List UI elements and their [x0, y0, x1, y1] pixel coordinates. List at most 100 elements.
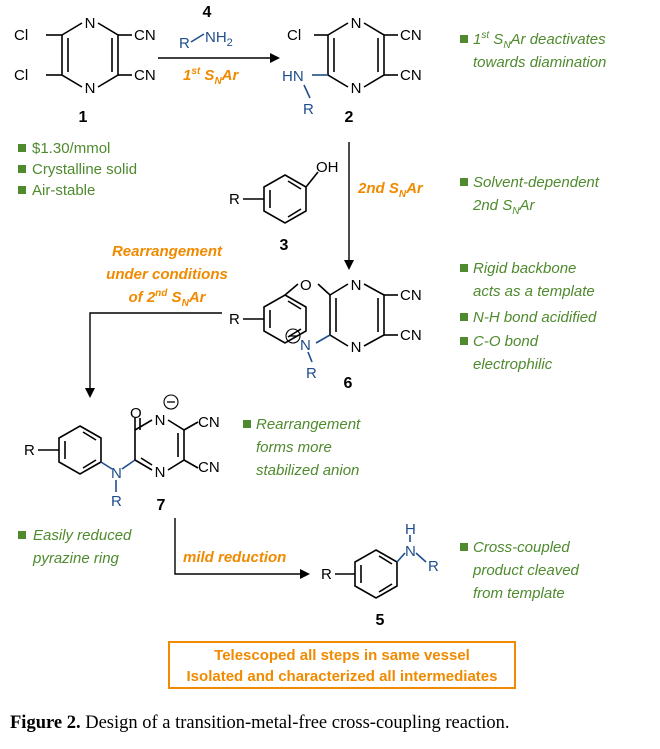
- ether-oxygen-label: O: [300, 277, 312, 294]
- anionic-ring-n-label: N: [155, 412, 166, 429]
- bullet-square: [18, 531, 26, 539]
- compound-3-structure: OH R 3: [229, 159, 339, 254]
- chloro-label: Cl: [287, 27, 301, 44]
- ring-n-atom: N: [85, 15, 96, 32]
- note-solvent: Solvent-dependent: [473, 174, 600, 191]
- ring-n-atom: N: [155, 464, 166, 481]
- ring-n-atom: N: [351, 80, 362, 97]
- bullet-square: [460, 178, 468, 186]
- note-cross-coupled-line2: product cleaved: [472, 562, 580, 579]
- cyano-label: CN: [134, 67, 156, 84]
- cyano-label: CN: [134, 27, 156, 44]
- cyano-label: CN: [400, 287, 422, 304]
- compound-number-2: 2: [345, 109, 354, 126]
- amine-label: NH2: [205, 29, 233, 49]
- note-co-bond: C-O bond: [473, 333, 539, 350]
- note-cross-coupled: Cross-coupled: [473, 539, 570, 556]
- note-deactivation: 1st SNAr deactivates: [473, 30, 606, 51]
- cyano-label: CN: [400, 327, 422, 344]
- cyano-label: CN: [400, 27, 422, 44]
- amine-h-label: H: [405, 521, 416, 538]
- bullet-square: [18, 186, 26, 194]
- r-group-label: R: [24, 442, 35, 459]
- anion-charge-icon: [163, 394, 179, 410]
- ring-n-atom: N: [351, 339, 362, 356]
- bullet-square: [460, 264, 468, 272]
- bullet-square: [460, 543, 468, 551]
- carbonyl-oxygen-label: O: [130, 405, 142, 422]
- summary-line-2: Isolated and characterized all intermedi…: [186, 668, 498, 685]
- note-easily-reduced: Easily reduced: [33, 527, 132, 544]
- step-first-snar: 1st SNAr: [183, 66, 240, 87]
- reagent-4: 4 R NH2: [179, 4, 233, 52]
- step-rearrangement-line3: of 2nd SNAr: [129, 288, 207, 309]
- r-group-label: R: [111, 493, 122, 510]
- ring-n-atom: N: [85, 80, 96, 97]
- r-group-label: R: [179, 35, 190, 52]
- bullet-square: [243, 420, 251, 428]
- reaction-scheme: N N Cl Cl CN CN 1 4 R NH2 1st SNAr N N C…: [14, 4, 606, 629]
- arrow-rearrangement: [89, 312, 222, 388]
- note-co-bond-line2: electrophilic: [473, 356, 553, 373]
- step-second-snar: 2nd SNAr: [357, 180, 424, 200]
- note-solvent-line2: 2nd SNAr: [472, 197, 535, 217]
- step-mild-reduction: mild reduction: [183, 549, 286, 566]
- compound-number-3: 3: [280, 237, 289, 254]
- amine-nitrogen-label: N: [111, 465, 122, 482]
- arrowhead: [344, 260, 354, 270]
- anionic-nitrogen-label: N: [300, 337, 311, 354]
- arrow-mild-reduction: [174, 518, 300, 575]
- note-rearrangement-line2: forms more: [256, 439, 332, 456]
- r-group-label: R: [428, 558, 439, 575]
- bullet-square: [18, 165, 26, 173]
- compound-number-5: 5: [376, 612, 385, 629]
- figure-caption-text: Design of a transition-metal-free cross-…: [80, 713, 510, 733]
- compound-number-1: 1: [79, 109, 88, 126]
- amine-nh-label: HN: [282, 68, 304, 85]
- anion-charge-icon: [285, 328, 301, 344]
- cyano-label: CN: [400, 67, 422, 84]
- r-group-label: R: [229, 311, 240, 328]
- summary-line-1: Telescoped all steps in same vessel: [214, 647, 470, 664]
- compound-7-structure: O N N N R R CN CN 7: [24, 394, 220, 514]
- step-rearrangement: Rearrangement: [112, 243, 223, 260]
- property-air-stable: Air-stable: [32, 182, 95, 199]
- property-crystalline: Crystalline solid: [32, 161, 137, 178]
- bullet-square: [460, 313, 468, 321]
- ring-n-atom: N: [351, 277, 362, 294]
- bullet-square: [18, 144, 26, 152]
- arrowhead: [270, 53, 280, 63]
- cyano-label: CN: [198, 459, 220, 476]
- note-rearrangement-line3: stabilized anion: [256, 462, 359, 479]
- compound-number-7: 7: [157, 497, 166, 514]
- summary-box: Telescoped all steps in same vessel Isol…: [168, 641, 516, 689]
- compound-number-6: 6: [344, 375, 353, 392]
- compound-6-structure: O N N N R R CN CN 6: [229, 277, 422, 392]
- r-group-label: R: [306, 365, 317, 382]
- property-price: $1.30/mmol: [32, 140, 110, 157]
- r-group-label: R: [303, 101, 314, 118]
- chloro-label: Cl: [14, 67, 28, 84]
- r-group-label: R: [229, 191, 240, 208]
- step-rearrangement-line2: under conditions: [106, 266, 228, 283]
- compound-number-4: 4: [203, 4, 212, 21]
- compound-1-structure: N N Cl Cl CN CN 1: [14, 15, 156, 126]
- figure-caption: Figure 2. Design of a transition-metal-f…: [10, 713, 655, 734]
- compound-2-structure: N N Cl HN R CN CN 2: [282, 15, 422, 126]
- note-nh-acidified: N-H bond acidified: [473, 309, 597, 326]
- note-rearrangement: Rearrangement: [256, 416, 361, 433]
- r-group-label: R: [321, 566, 332, 583]
- bullet-square: [460, 337, 468, 345]
- amine-nitrogen-label: N: [405, 543, 416, 560]
- note-rigid-backbone: Rigid backbone: [473, 260, 576, 277]
- arrowhead: [300, 569, 310, 579]
- note-cross-coupled-line3: from template: [473, 585, 565, 602]
- hydroxyl-label: OH: [316, 159, 339, 176]
- compound-5-structure: H N R R 5: [321, 521, 439, 629]
- arrowhead: [85, 388, 95, 398]
- cyano-label: CN: [198, 414, 220, 431]
- bullet-square: [460, 35, 468, 43]
- note-easily-reduced-line2: pyrazine ring: [32, 550, 120, 567]
- figure-label: Figure 2.: [10, 713, 81, 733]
- chloro-label: Cl: [14, 27, 28, 44]
